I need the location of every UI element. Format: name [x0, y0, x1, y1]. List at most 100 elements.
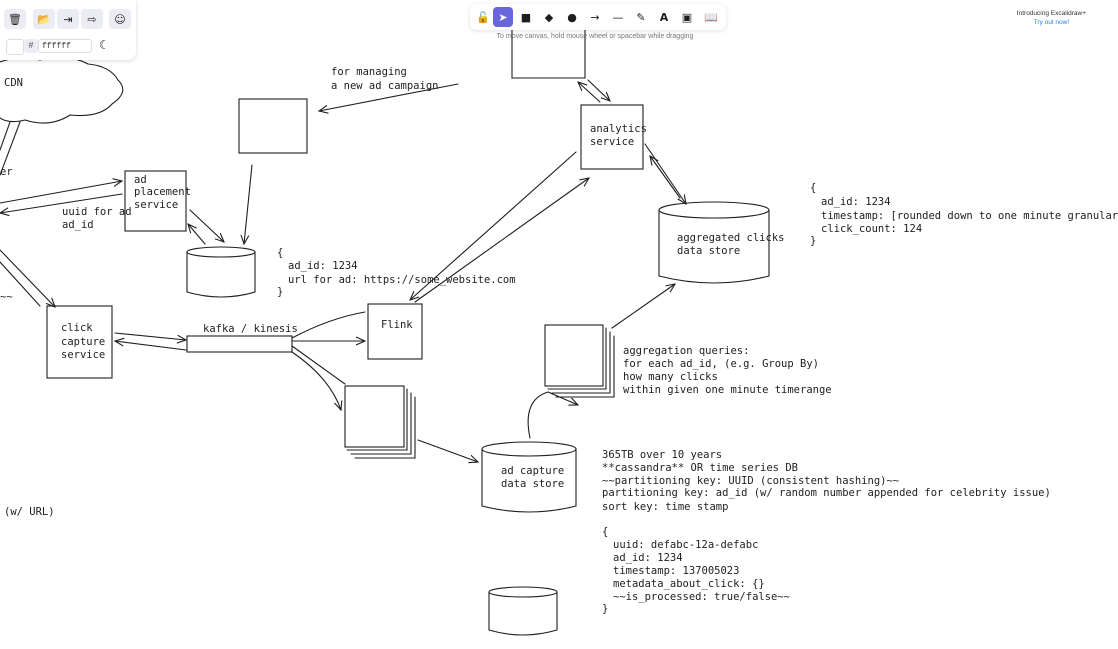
arrow-flink-analytics [414, 178, 589, 303]
line-icon[interactable]: — [612, 10, 624, 24]
click-record-2: ad_id: 1234 [613, 552, 683, 564]
diamond-icon[interactable]: ◆ [544, 10, 554, 24]
edge-kafka-flink-curve [291, 311, 366, 339]
arrow-analytics-agg-2 [650, 156, 681, 199]
arrow-top-analytics-2 [578, 82, 601, 103]
arrow-kafka-click [115, 341, 187, 351]
ellipse-icon[interactable]: ● [567, 10, 577, 24]
promo-banner[interactable]: Introducing Excalidraw+ Try out now! [1017, 9, 1086, 27]
arrow-placement-db-2 [188, 224, 206, 245]
storage-0: 365TB over 10 years [602, 449, 722, 461]
arrow-placement-db-1 [189, 209, 224, 242]
pointer-icon[interactable]: ➤ [493, 7, 513, 27]
rectangle-icon[interactable]: ■ [520, 10, 532, 24]
ad-record-2: url for ad: https://some_website.com [288, 274, 516, 286]
aggq-1: for each ad_id, (e.g. Group By) [623, 358, 819, 370]
edge-text-partial-2: ~~ [0, 291, 13, 303]
click-capture-line1: click [61, 322, 93, 334]
raw-stack [344, 385, 416, 459]
promo-title: Introducing Excalidraw+ [1016, 10, 1086, 17]
background-swatch[interactable] [6, 39, 24, 55]
edge-text-partial: er [0, 166, 13, 178]
background-color-input[interactable]: ffffff [38, 39, 92, 53]
ad-db-cylinder [186, 246, 256, 298]
bottom-cylinder [488, 586, 558, 636]
library-icon[interactable]: 📖 [704, 10, 718, 24]
click-record-1: uuid: defabc-12a-defabc [613, 539, 758, 551]
click-capture-line3: service [61, 349, 105, 361]
save-as-icon[interactable]: ⇨ [81, 9, 103, 29]
arrow-aggq-aggstore [611, 284, 675, 329]
kafka-bar [186, 335, 293, 353]
ad-record-0: { [277, 247, 283, 259]
arrow-campaign-db [244, 164, 253, 244]
edge-left-click-2 [0, 261, 41, 307]
click-record-4: metadata_about_click: {} [613, 578, 765, 590]
hash-label: # [24, 39, 38, 53]
adcap-store-line1: ad capture [501, 465, 564, 477]
arrow-placement-left [0, 193, 123, 213]
click-record-3: timestamp: 137005023 [613, 565, 739, 577]
image-icon[interactable]: ▣ [681, 10, 693, 24]
analytics-line1: analytics [590, 123, 647, 135]
uuid-label-2: ad_id [62, 219, 94, 231]
managing-label-2: a new ad campaign [331, 80, 438, 92]
ad-placement-line1: ad [134, 174, 147, 186]
storage-3: partitioning key: ad_id (w/ random numbe… [602, 487, 1051, 499]
canvas-menu-panel: 🗑 📂 ⇥ ⇨ ☺ # ffffff ☾ [0, 0, 136, 60]
adcap-store-line2: data store [501, 478, 564, 490]
kafka-label: kafka / kinesis [203, 323, 298, 335]
arrow-analytics-agg-1 [644, 143, 686, 204]
click-record-5: ~~is_processed: true/false~~ [613, 591, 790, 603]
arrow-raw-adcapture [417, 439, 478, 462]
uuid-label-1: uuid for ad [62, 206, 132, 218]
edge-kafka-raw-2 [291, 345, 346, 385]
collab-icon[interactable]: ☺ [109, 9, 131, 29]
url-label: (w/ URL) [4, 506, 55, 518]
aggq-0: aggregation queries: [623, 345, 749, 357]
promo-link[interactable]: Try out now! [1033, 19, 1070, 26]
aggregated-store-cylinder [658, 201, 770, 284]
top-box [511, 29, 586, 79]
ad-record-1: ad_id: 1234 [288, 260, 358, 272]
text-icon[interactable]: A [659, 10, 669, 24]
export-icon[interactable]: ⇥ [57, 9, 79, 29]
click-capture-line2: capture [61, 336, 105, 348]
agg-record-2: timestamp: [rounded down to one minute g… [821, 210, 1118, 222]
edge-cdn-down-2 [0, 121, 11, 151]
arrow-campaign [319, 83, 459, 111]
open-icon[interactable]: 📂 [33, 9, 55, 29]
agg-record-1: ad_id: 1234 [821, 196, 891, 208]
pencil-icon[interactable]: ✎ [636, 10, 646, 24]
delete-icon[interactable]: 🗑 [4, 9, 26, 29]
lock-icon[interactable]: 🔓 [476, 10, 490, 24]
arrow-left-click [0, 249, 55, 307]
aggq-2: how many clicks [623, 371, 718, 383]
cdn-cloud [0, 56, 124, 124]
aggregation-stack [544, 324, 615, 398]
ad-placement-line2: placement [134, 186, 191, 198]
ad-capture-store-cylinder [481, 441, 577, 513]
agg-store-line2: data store [677, 245, 740, 257]
click-record-6: } [602, 603, 608, 615]
ad-record-3: } [277, 286, 283, 298]
flink-box [367, 303, 423, 360]
storage-1: **cassandra** OR time series DB [602, 462, 798, 474]
agg-record-3: click_count: 124 [821, 223, 922, 235]
arrow-adcapture-agg [527, 391, 578, 439]
agg-record-4: } [810, 235, 816, 247]
ad-placement-line3: service [134, 199, 178, 211]
analytics-line2: service [590, 136, 634, 148]
managing-label-1: for managing [331, 66, 407, 78]
arrow-kafka-raw [291, 351, 341, 410]
aggq-3: within given one minute timerange [623, 384, 832, 396]
arrow-analytics-flink [410, 151, 577, 300]
cdn-label: CDN [4, 77, 23, 89]
arrow-icon[interactable]: → [590, 10, 600, 24]
click-record-0: { [602, 526, 608, 538]
edge-cdn-down-1 [0, 121, 21, 176]
analytics-service-box [580, 104, 644, 170]
canvas-hint: To move canvas, hold mouse wheel or spac… [496, 33, 694, 40]
moon-icon[interactable]: ☾ [99, 38, 110, 52]
